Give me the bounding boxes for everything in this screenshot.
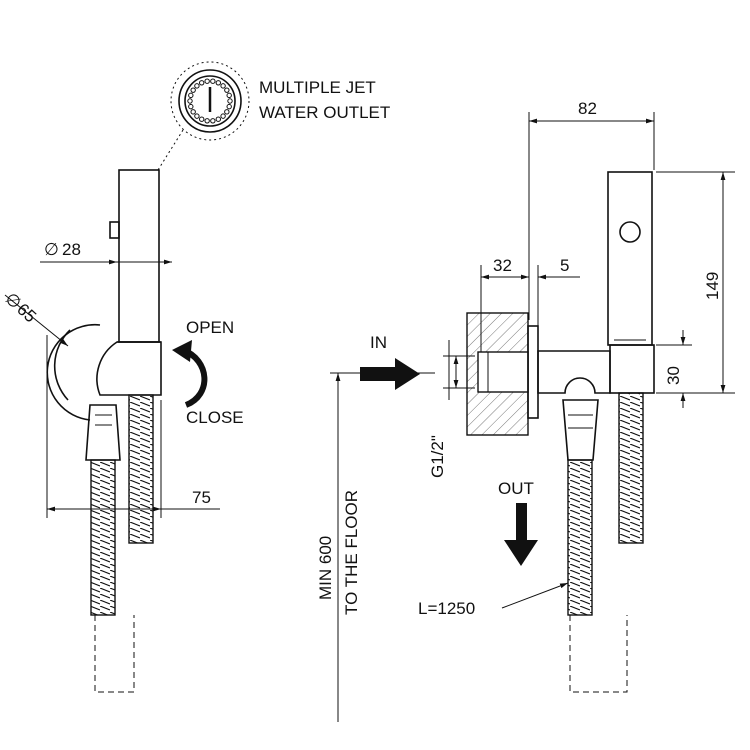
outlet-detail [157,61,250,171]
hose-length-label: L=1250 [418,599,475,618]
hose-connector-left [85,404,121,461]
floor-label-line2: TO THE FLOOR [342,490,361,615]
jet-hole [188,92,194,99]
handle-holder-right [609,344,655,394]
outlet-label-line2: WATER OUTLET [259,103,390,122]
jet-hole [224,87,230,93]
dim-149-value: 149 [703,272,722,300]
jet-holes [187,78,233,124]
push-button-right [619,221,641,243]
shower-handle-right [607,171,653,346]
dim-75-value: 75 [192,488,211,507]
jet-hole [187,98,193,104]
jet-hole [226,103,232,110]
thread-label: G1/2" [428,435,447,478]
wall-holder [96,341,162,396]
jet-hole [226,92,232,99]
jet-hole [227,98,233,104]
hose-left [90,459,116,616]
hose-left-rear [128,394,154,544]
hose-continuation-right [569,615,628,693]
jet-hole [204,118,210,124]
left-view: MULTIPLE JET WATER OUTLET ∅ 28 ∅ 65 [1,61,390,693]
jet-hole [215,80,222,86]
out-arrow [504,503,538,566]
jet-hole [220,83,226,89]
jet-hole [194,83,200,89]
dim-28-symbol: ∅ [44,240,59,259]
dim-line-65 [4,294,69,347]
hose-continuation-left [94,615,135,693]
right-view: IN G1/2" OUT L=1250 [360,99,735,693]
jet-hole [204,78,210,84]
dim-28-value: 28 [62,240,81,259]
wall-flange [527,325,539,419]
floor-dimension: MIN 600 TO THE FLOOR [316,372,435,722]
outlet-label-line1: MULTIPLE JET [259,78,376,97]
shower-handle [118,169,160,343]
hose-right-rear [618,392,644,544]
floor-label-line1: MIN 600 [316,536,335,600]
jet-hole [198,116,205,122]
close-label: CLOSE [186,408,244,427]
jet-hole [190,109,196,115]
jet-hole [224,109,230,115]
jet-hole [220,113,226,119]
jet-hole [198,80,205,86]
hose-connector-right [562,399,599,461]
elbow-body [537,350,611,394]
open-label: OPEN [186,318,234,337]
out-label: OUT [498,479,534,498]
in-label: IN [370,333,387,352]
wall-rosette [46,323,101,421]
dim-5-value: 5 [560,256,569,275]
in-arrow [360,358,420,390]
dim-82-value: 82 [578,99,597,118]
hose-right [567,459,593,616]
wall-connector [477,351,529,393]
jet-hole [210,78,216,84]
jet-hole [188,103,194,110]
jet-hole [215,116,222,122]
jet-hole [194,113,200,119]
dim-32-value: 32 [493,256,512,275]
dim-30-value: 30 [664,366,683,385]
jet-hole [210,118,216,124]
push-button [109,221,120,239]
jet-hole [190,87,196,93]
